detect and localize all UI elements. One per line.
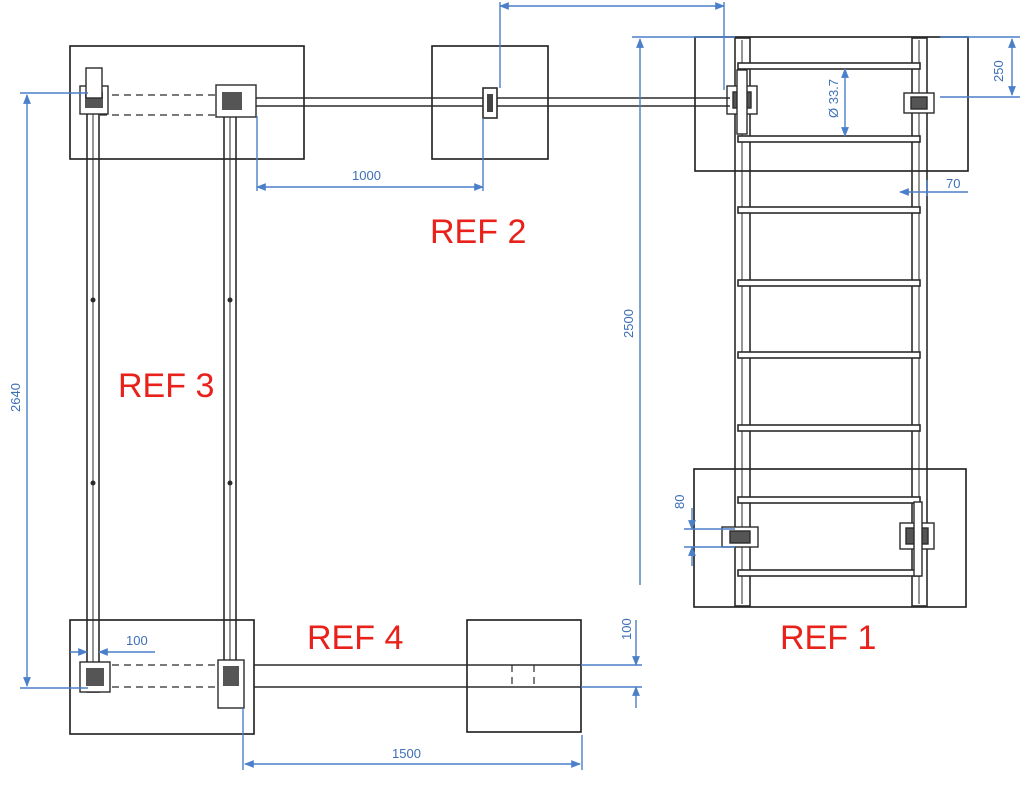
reference-labels: REF 2 REF 3 REF 4 REF 1: [118, 213, 876, 657]
reference-label-ref2: REF 2: [430, 213, 526, 251]
ladder-stile-left: [734, 37, 751, 607]
dimension-70-label: 70: [946, 176, 960, 191]
reference-label-ref1: REF 1: [780, 619, 876, 657]
dimension-1500-label: 1500: [392, 746, 421, 761]
dimension-1000-label: 1000: [352, 168, 381, 183]
dimension-80-label: 80: [672, 495, 687, 509]
ladder-rung: [737, 569, 921, 577]
dimension-100-right-label: 100: [619, 618, 634, 640]
dimension-rung-diameter-label: Ø 33.7: [826, 79, 841, 118]
ladder-ref1: [721, 37, 935, 607]
dimension-2500-label: 2500: [621, 309, 636, 338]
reference-label-ref3: REF 3: [118, 367, 214, 405]
ladder-rungs: [737, 62, 921, 577]
ladder-rung: [737, 206, 921, 214]
ladder-stile-right: [911, 37, 928, 607]
dimension-2640-label: 2640: [8, 383, 23, 412]
ladder-rung: [737, 351, 921, 359]
ladder-rung: [737, 424, 921, 432]
dimension-250-label: 250: [991, 60, 1006, 82]
ladder-rung: [737, 135, 921, 143]
dimension-100-left-label: 100: [126, 633, 148, 648]
ladder-clamps: [721, 69, 935, 577]
reference-label-ref4: REF 4: [307, 619, 403, 657]
ladder-rung: [737, 279, 921, 287]
ladder-rung: [737, 62, 921, 70]
dimension-labels: 1000 250 Ø 33.7 70 2500 80 2640 100 100 …: [8, 60, 1006, 761]
dimension-lines: [20, 2, 1020, 770]
pad-ref3-top: [69, 45, 305, 160]
crossbar-ref2: [79, 67, 730, 119]
ladder-rung: [737, 496, 921, 504]
pad-ref4-right: [466, 619, 582, 733]
crossbar-ref4: [79, 659, 581, 709]
